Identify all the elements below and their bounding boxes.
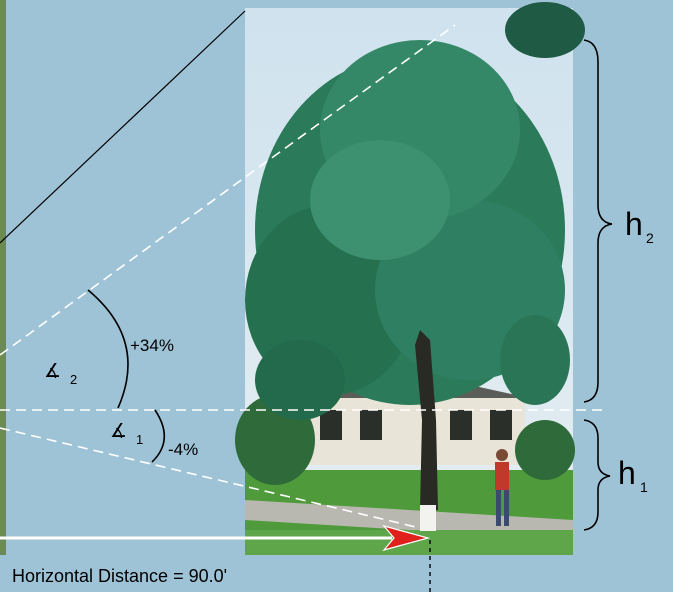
h1-subscript: 1 xyxy=(640,479,648,495)
angle-down-label: -4% xyxy=(168,440,199,459)
angle-up-label: +34% xyxy=(130,336,174,355)
angle2-subscript: 2 xyxy=(70,372,78,387)
horizontal-distance-label: Horizontal Distance = 90.0' xyxy=(12,566,228,586)
angle1-symbol: ∡ xyxy=(110,421,128,442)
dashed-line-to-base xyxy=(0,427,421,529)
h2-letter: h xyxy=(625,206,643,242)
h1-letter: h xyxy=(618,455,636,491)
dashed-sight-lines xyxy=(0,24,605,529)
solid-sight-line xyxy=(0,10,246,244)
h2-subscript: 2 xyxy=(646,230,654,246)
angle2-symbol: ∡ xyxy=(44,361,62,382)
angle1-subscript: 1 xyxy=(136,432,144,447)
brace-h1 xyxy=(583,419,611,531)
angle-arc-up xyxy=(87,289,129,409)
left-photo-edge xyxy=(0,0,6,555)
arrow-head xyxy=(382,524,431,552)
tree-photo xyxy=(235,2,585,555)
brace-h2 xyxy=(583,39,613,403)
dashed-line-to-top xyxy=(0,24,456,356)
angle-arc-down xyxy=(151,409,166,463)
